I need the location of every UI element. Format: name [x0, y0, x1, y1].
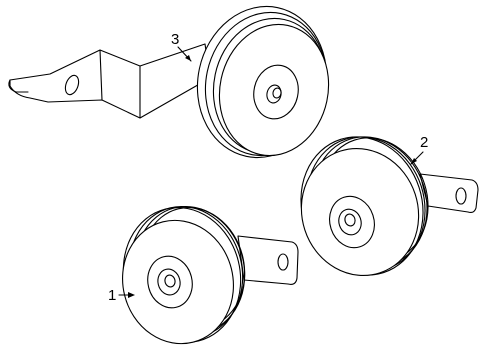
horn-assembly-1: 1: [108, 205, 299, 345]
horn-assembly-2: 2: [300, 134, 479, 277]
horn-body-2: [300, 136, 429, 277]
callout-2-label: 2: [420, 134, 428, 151]
bracket-1: [237, 235, 299, 285]
bracket-2: [419, 173, 479, 214]
callout-3-label: 3: [171, 31, 179, 48]
bracket-hole-2: [455, 187, 467, 205]
callout-3: 3: [171, 31, 192, 62]
bracket-hole-3: [64, 74, 80, 96]
horn-body-3: [196, 5, 330, 159]
horn-assembly-3: 3: [8, 5, 330, 159]
callout-2-arrow: [411, 158, 417, 164]
callout-2: 2: [410, 134, 428, 165]
callout-1-arrow: [128, 292, 135, 298]
horn-body-1: [122, 205, 246, 345]
callout-1-label: 1: [108, 287, 116, 304]
callout-3-arrow: [185, 55, 191, 61]
bracket-hole-1: [277, 253, 289, 271]
bracket-3: [8, 43, 211, 119]
callout-1: 1: [108, 287, 135, 304]
